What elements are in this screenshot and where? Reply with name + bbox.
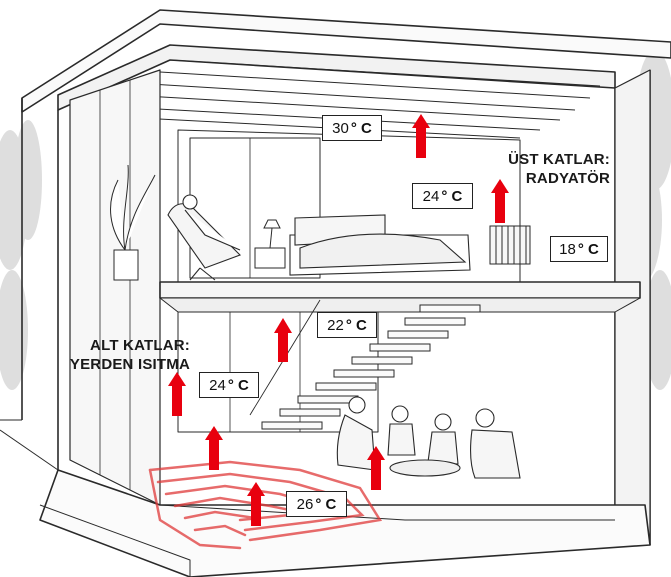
temp-value: 30 [332,119,349,137]
arrow-ceiling [412,114,430,158]
temp-unit: ° C [350,119,372,137]
caption-lower-line2: YERDEN ISITMA [69,356,190,373]
radiator [489,225,531,265]
arrow-family [367,446,385,490]
temp-label-floor: 26° C [286,491,347,517]
temp-label-upper-air: 24° C [412,183,473,209]
side-table-lamp [254,219,286,269]
temp-unit: ° C [315,495,337,513]
temp-unit: ° C [345,316,367,334]
arrow-floor-left [205,426,223,470]
lounge-chair-with-reader [167,194,241,281]
plant [110,164,156,281]
bed [289,214,471,276]
temp-unit: ° C [227,376,249,394]
caption-lower-line1: ALT KATLAR: [90,337,190,354]
temp-value: 22 [327,316,344,334]
arrow-upper-air [491,179,509,223]
temp-value: 24 [209,376,226,394]
family-playing [336,396,521,479]
caption-upper-line2: RADYATÖR [525,170,610,187]
temp-label-ceiling: 30° C [322,115,382,141]
arrow-floor-right [247,482,265,526]
caption-upper-line1: ÜST KATLAR: [508,151,610,168]
temp-value: 26 [296,495,314,513]
house-structure [0,9,671,577]
temp-value: 24 [422,187,440,205]
temp-label-stair: 22° C [317,312,377,338]
temp-unit: ° C [441,187,463,205]
caption-lower-floors: ALT KATLAR: YERDEN ISITMA [60,336,190,374]
arrow-lower-air [168,372,186,416]
heat-arrows [168,114,509,526]
temp-label-radiator: 18° C [550,236,608,262]
temp-value: 18 [559,240,576,258]
temp-unit: ° C [577,240,599,258]
caption-upper-floors: ÜST KATLAR: RADYATÖR [500,150,610,188]
temp-label-lower-air: 24° C [199,372,259,398]
arrow-stair [274,318,292,362]
